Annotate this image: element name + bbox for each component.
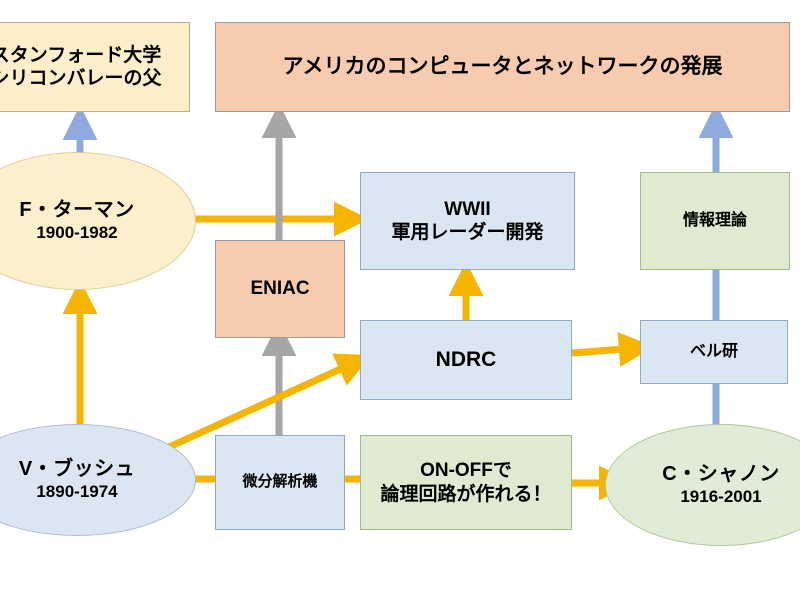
node-stanford-label: スタンフォード大学 シリコンバレーの父: [0, 44, 189, 90]
node-info-theory[interactable]: 情報理論: [640, 172, 790, 270]
node-ndrc-label: NDRC: [435, 348, 497, 372]
node-shannon-label: C・シャノン 1916-2001: [606, 462, 800, 507]
node-banner-label: アメリカのコンピュータとネットワークの発展: [282, 55, 723, 79]
node-wwii[interactable]: WWII 軍用レーダー開発: [360, 172, 575, 270]
node-differential-analyzer-label: 微分解析機: [242, 473, 318, 491]
node-terman-label: F・ターマン 1900-1982: [0, 198, 195, 243]
node-wwii-label: WWII 軍用レーダー開発: [361, 198, 574, 244]
node-wwii-line1: WWII: [444, 198, 491, 220]
node-bush-name: V・ブッシュ: [18, 458, 136, 481]
node-shannon-name: C・シャノン: [662, 463, 780, 486]
node-onoff[interactable]: ON-OFFで 論理回路が作れる！: [360, 435, 572, 530]
node-onoff-line1: ON-OFFで: [420, 460, 512, 482]
node-onoff-line2: 論理回路が作れる！: [380, 483, 552, 505]
node-terman-years: 1900-1982: [36, 222, 118, 242]
node-ndrc[interactable]: NDRC: [360, 320, 572, 400]
node-bush[interactable]: V・ブッシュ 1890-1974: [0, 424, 196, 536]
node-bell-labs[interactable]: ベル研: [640, 320, 788, 384]
node-bush-label: V・ブッシュ 1890-1974: [0, 457, 195, 502]
node-stanford[interactable]: スタンフォード大学 シリコンバレーの父: [0, 22, 190, 112]
node-info-theory-label: 情報理論: [682, 212, 747, 230]
node-eniac-label: ENIAC: [250, 278, 310, 300]
node-terman-name: F・ターマン: [19, 199, 135, 222]
node-stanford-line1: スタンフォード大学: [0, 44, 162, 66]
node-terman[interactable]: F・ターマン 1900-1982: [0, 152, 196, 290]
edge-ndrc-to-bell: [571, 331, 654, 367]
node-differential-analyzer[interactable]: 微分解析機: [215, 435, 345, 530]
node-wwii-line2: 軍用レーダー開発: [391, 222, 544, 243]
node-stanford-line2: シリコンバレーの父: [0, 68, 162, 89]
node-shannon[interactable]: C・シャノン 1916-2001: [605, 424, 800, 546]
node-shannon-years: 1916-2001: [680, 486, 762, 506]
node-banner[interactable]: アメリカのコンピュータとネットワークの発展: [215, 22, 790, 112]
node-bush-years: 1890-1974: [36, 481, 118, 501]
node-eniac[interactable]: ENIAC: [215, 240, 345, 338]
node-onoff-label: ON-OFFで 論理回路が作れる！: [361, 459, 571, 505]
node-bell-labs-label: ベル研: [689, 343, 738, 361]
